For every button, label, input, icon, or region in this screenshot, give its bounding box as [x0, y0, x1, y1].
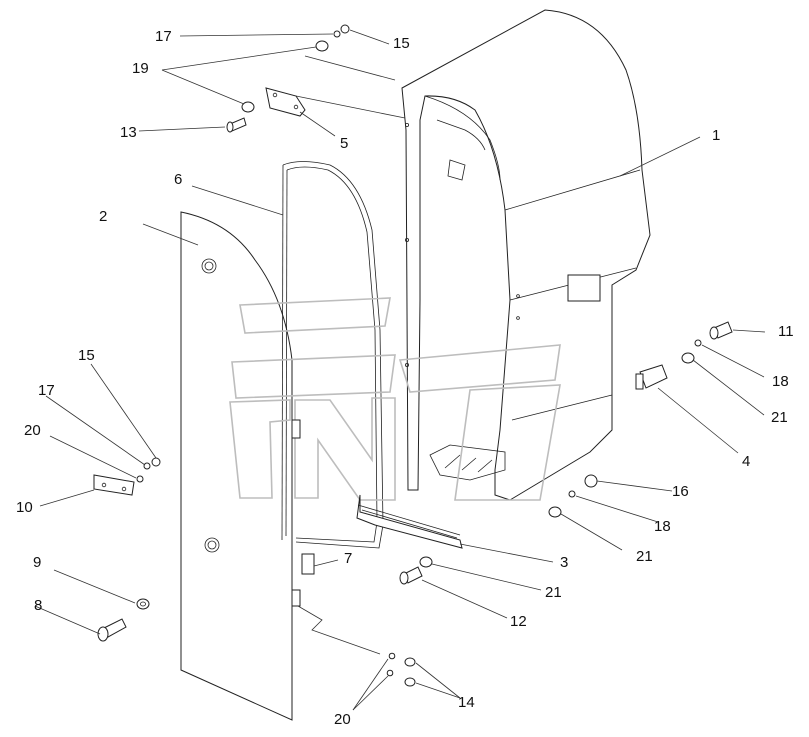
callout-20-left: 20: [24, 422, 41, 439]
callout-14: 14: [458, 694, 475, 711]
part-10-striker-plate: [93, 474, 135, 496]
callout-21-lower: 21: [545, 584, 562, 601]
callout-17-top: 17: [155, 28, 172, 45]
callout-6: 6: [174, 171, 182, 188]
part-4-hinge: [635, 364, 668, 390]
part-7-clamps: [291, 419, 315, 607]
callout-5: 5: [340, 135, 348, 152]
part-19-washers: [241, 40, 329, 113]
part-6-window-frame: [281, 161, 384, 549]
callout-1: 1: [712, 127, 720, 144]
callout-8: 8: [34, 597, 42, 614]
callout-13: 13: [120, 124, 137, 141]
callout-19: 19: [132, 60, 149, 77]
callout-18-right: 18: [772, 373, 789, 390]
callout-labels: 1 2 3 4 5 6 7 8 9 10 11 12 13 14 15 15 1…: [16, 28, 794, 728]
callout-10: 10: [16, 499, 33, 516]
callout-4: 4: [742, 453, 750, 470]
callout-18-lower: 18: [654, 518, 671, 535]
part-14-screws: [404, 657, 416, 687]
callout-2: 2: [99, 208, 107, 225]
part-21-washers: [419, 352, 695, 568]
part-8-bolt: [97, 618, 127, 642]
callout-17-left: 17: [38, 382, 55, 399]
part-18-lockwashers: [568, 339, 702, 498]
part-9-washer: [136, 598, 150, 610]
callout-12: 12: [510, 613, 527, 630]
part-20-nuts: [136, 475, 396, 677]
part-13-screw: [226, 117, 247, 133]
leader-lines: [34, 29, 766, 711]
callout-16: 16: [672, 483, 689, 500]
callout-21-right: 21: [771, 409, 788, 426]
part-16-nut: [584, 474, 598, 488]
callout-15-left: 15: [78, 347, 95, 364]
part-12-screw: [399, 566, 423, 585]
part-15-nuts: [151, 24, 350, 467]
callout-20-bottom: 20: [334, 711, 351, 728]
part-3-lower-bar: [356, 494, 463, 549]
part-17-washers: [143, 30, 341, 470]
callout-3: 3: [560, 554, 568, 571]
callout-7: 7: [344, 550, 352, 567]
part-11-screw: [709, 321, 733, 340]
part-1-housing: [401, 9, 651, 501]
part-5-bracket: [265, 87, 306, 117]
callout-11: 11: [778, 323, 794, 340]
watermark-logo: [229, 297, 561, 501]
callout-21-middle: 21: [636, 548, 653, 565]
callout-9: 9: [33, 554, 41, 571]
callout-15-top: 15: [393, 35, 410, 52]
